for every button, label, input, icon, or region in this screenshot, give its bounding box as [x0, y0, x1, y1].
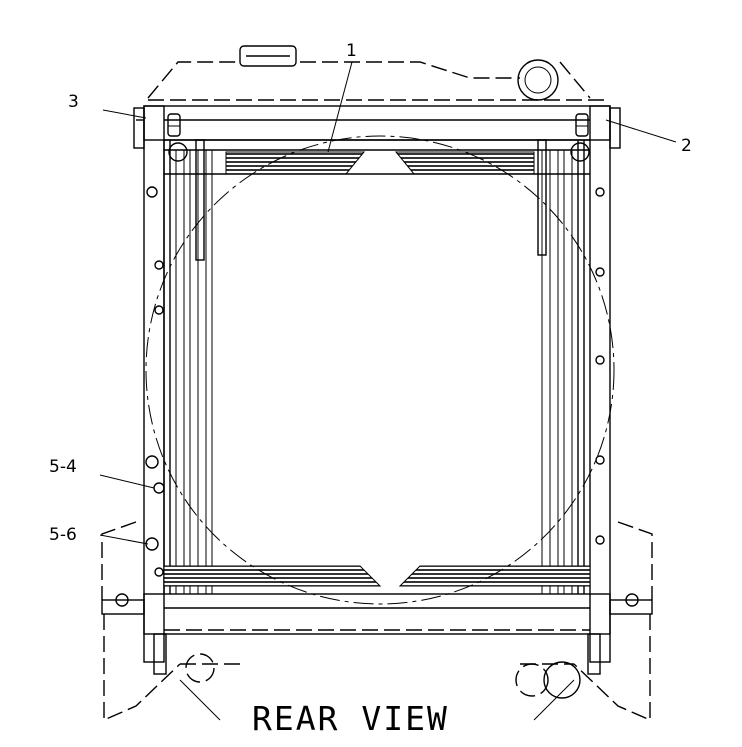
right-frame — [589, 105, 611, 663]
lower-mounts — [101, 521, 653, 722]
leader-lines — [99, 61, 677, 545]
callout-3: 3 — [68, 92, 79, 112]
callout-2: 2 — [681, 136, 692, 156]
callout-5-4: 5-4 — [49, 457, 77, 477]
side-mounting-holes — [145, 186, 605, 577]
bottom-bar — [143, 593, 611, 635]
view-title: REAR VIEW — [252, 699, 449, 738]
callout-5-6: 5-6 — [49, 525, 77, 545]
top-bar — [143, 105, 611, 141]
filler-cap — [239, 45, 297, 67]
callout-1: 1 — [346, 41, 357, 61]
top-tank — [147, 45, 610, 101]
top-fasteners — [167, 113, 590, 162]
fan-shroud-seals — [163, 151, 591, 587]
top-tank-outlet — [517, 59, 559, 101]
fan-outline — [145, 135, 615, 605]
